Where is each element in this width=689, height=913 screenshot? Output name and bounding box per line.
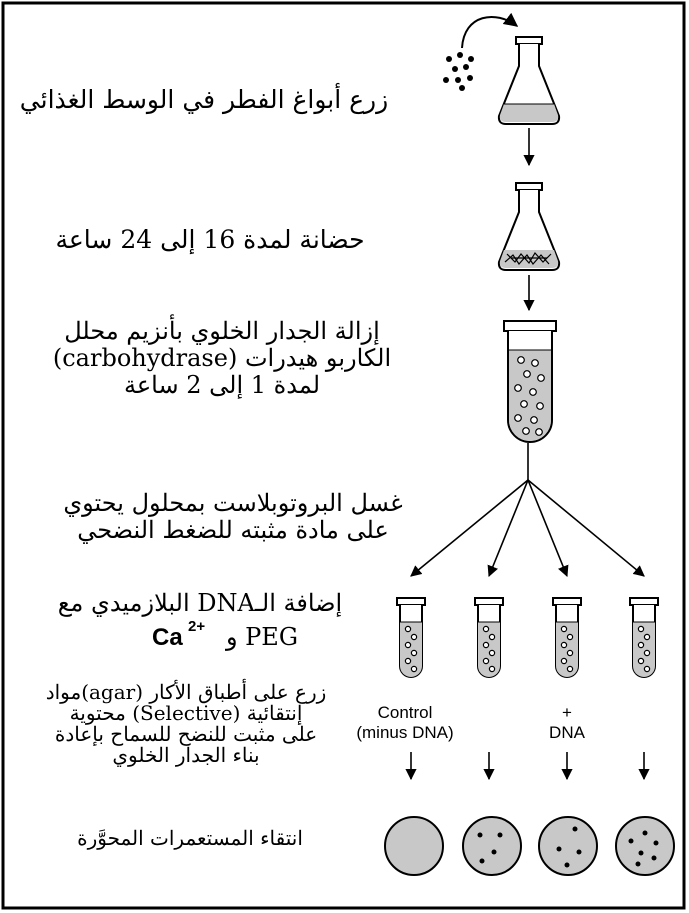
agar-plate-2 [462, 816, 522, 876]
step-digest-line-1: إزالة الجدار الخلوي بأنزيم محلل [64, 317, 380, 345]
step-incubate-text: حضانة لمدة 16 إلى 24 ساعة [55, 225, 365, 254]
step-plate: زرع على أطباق الأكار (agar)مواد إنتقائية… [6, 682, 366, 766]
agar-plate-4 [615, 816, 675, 876]
plate-arrows [405, 752, 650, 781]
dna-label: DNA [549, 722, 585, 742]
step-digest-line-3: لمدة 1 إلى 2 ساعة [123, 370, 321, 399]
agar-plate-control [384, 816, 444, 876]
peg-text: PEG و [225, 623, 298, 651]
step-add-dna: إضافة الـDNA البلازميدي مع [30, 590, 370, 617]
agar-plate-plus-dna [538, 816, 598, 876]
tube-control [397, 598, 425, 682]
step-digest: إزالة الجدار الخلوي بأنزيم محلل الكاربو … [22, 318, 422, 399]
step-add-dna-line-1: إضافة الـDNA البلازميدي مع [57, 589, 343, 617]
step-plate-line-3: على مثبت للنضح للسماح بإعادة [54, 722, 318, 746]
step-wash: غسل البروتوبلاست بمحلول يحتوي على مادة م… [48, 490, 418, 544]
step-select: انتقاء المستعمرات المحوَّرة [40, 826, 340, 850]
calcium-ion: Ca [152, 624, 183, 651]
inoculation-arrow [461, 12, 519, 49]
tube-4 [630, 598, 658, 682]
step-add-dna-line-2: Ca 2+ PEG و [148, 618, 298, 652]
step-inoculate-text: زرع أبواغ الفطر في الوسط الغذائي [19, 85, 389, 114]
plus-dna-label: + DNA [537, 703, 597, 742]
step-plate-line-4: بناء الجدار الخلوي [112, 743, 260, 767]
step-select-text: انتقاء المستعمرات المحوَّرة [77, 826, 303, 850]
step-digest-line-2: الكاربو هيدرات (carbohydrase) [52, 343, 392, 372]
control-label: Control (minus DNA) [340, 703, 470, 742]
calcium-charge: 2+ [188, 618, 206, 635]
control-label-line-1: Control [377, 703, 433, 722]
step-wash-line-1: غسل البروتوبلاست بمحلول يحتوي [63, 489, 403, 517]
protoplast-tube [503, 320, 557, 443]
step-incubate: حضانة لمدة 16 إلى 24 ساعة [40, 226, 380, 254]
flask-medium [497, 36, 561, 125]
step-plate-line-2: إنتقائية (Selective) محتوية [69, 701, 303, 725]
split-arrows [410, 443, 645, 578]
tube-2 [475, 598, 503, 682]
flask-mycelium [497, 182, 561, 271]
fungal-spores [443, 52, 474, 91]
control-label-line-2: (minus DNA) [356, 722, 454, 742]
step-inoculate: زرع أبواغ الفطر في الوسط الغذائي [14, 86, 394, 114]
step-wash-line-2: على مادة مثبته للضغط النضحي [77, 515, 389, 544]
plus-sign: + [562, 703, 572, 722]
step-plate-line-1: زرع على أطباق الأكار (agar)مواد [45, 680, 327, 704]
tube-plus-dna [553, 598, 581, 682]
